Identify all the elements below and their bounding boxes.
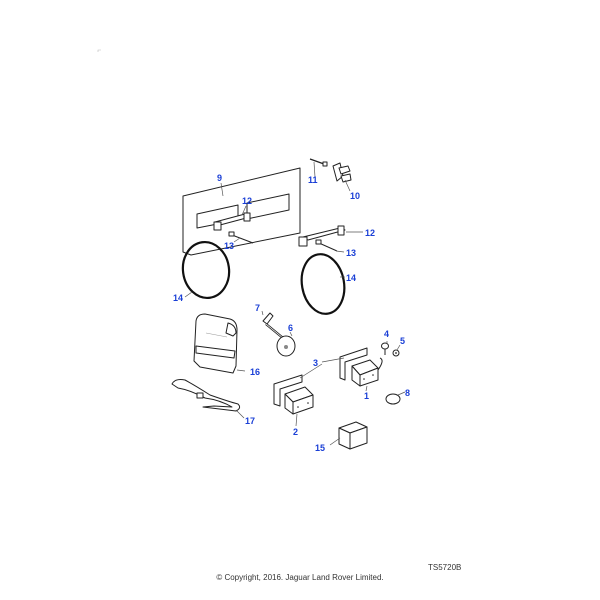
callout-15: 15 (315, 443, 325, 453)
part-7-handle (262, 312, 284, 339)
part-4-screw (381, 342, 389, 355)
callout-17: 17 (245, 416, 255, 426)
diagram-reference-code: TS5720B (428, 563, 462, 572)
copyright-notice: © Copyright, 2016. Jaguar Land Rover Lim… (216, 573, 384, 582)
part-8-cap (385, 393, 401, 405)
part-5-washer (392, 349, 400, 357)
callout-5: 5 (400, 336, 405, 346)
corner-mark (97, 49, 101, 52)
callout-3: 3 (313, 358, 318, 368)
part-15-block (338, 421, 368, 450)
part-16-pouch (193, 313, 238, 374)
callout-7: 7 (255, 303, 260, 313)
callout-13a: 13 (224, 241, 234, 251)
part-9-panel (182, 167, 301, 256)
callout-12b: 12 (365, 228, 375, 238)
leader-lines (184, 161, 406, 446)
callout-9: 9 (217, 173, 222, 183)
callout-1: 1 (364, 391, 369, 401)
part-14-ring-left (181, 240, 231, 300)
fixing-wire (377, 357, 383, 371)
callout-10: 10 (350, 191, 360, 201)
callout-11: 11 (308, 175, 318, 185)
part-12-bracket-right (298, 225, 346, 247)
part-14-ring-right (300, 253, 346, 315)
part-17-strap (171, 379, 241, 412)
part-6-washer (276, 335, 296, 357)
callout-12a: 12 (242, 196, 252, 206)
part-1-bracket (339, 347, 379, 387)
callout-8: 8 (405, 388, 410, 398)
callout-13b: 13 (346, 248, 356, 258)
callout-16: 16 (250, 367, 260, 377)
part-13-bolt-left (228, 231, 254, 244)
callout-labels: 9 12 13 11 10 12 13 14 14 7 6 3 1 2 4 5 … (173, 173, 410, 453)
part-13-bolt-right (315, 239, 338, 252)
callout-6: 6 (288, 323, 293, 333)
callout-14b: 14 (346, 273, 356, 283)
callout-4: 4 (384, 329, 389, 339)
part-10-clip (332, 162, 352, 183)
callout-2: 2 (293, 427, 298, 437)
callout-14a: 14 (173, 293, 183, 303)
part-2-bracket (273, 374, 314, 415)
part-11-pin (309, 158, 328, 167)
